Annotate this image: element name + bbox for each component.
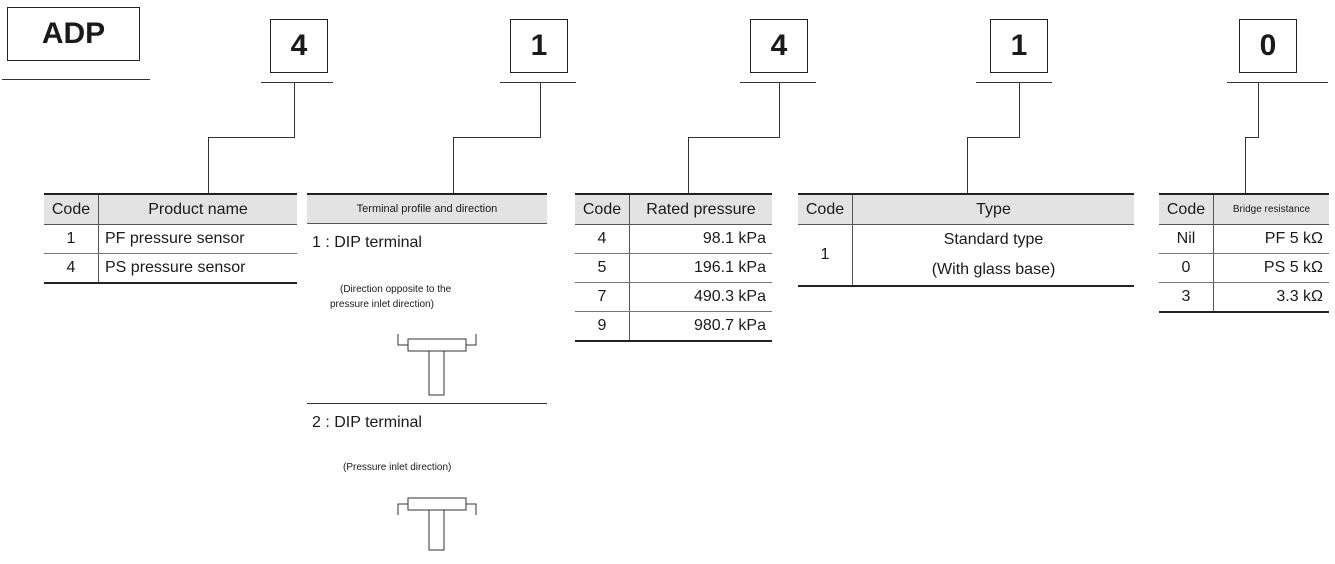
- code-box-terminal: 1: [510, 19, 568, 73]
- product-code-header: Code: [44, 193, 99, 225]
- pressure-value-cell: 196.1 kPa: [629, 253, 772, 283]
- terminal-option-2-label: 2 : DIP terminal: [312, 414, 422, 431]
- underline-pressure: [740, 82, 816, 83]
- product-name-header: Product name: [98, 193, 297, 225]
- resistance-value-cell: 3.3 kΩ: [1213, 282, 1329, 313]
- underline-prefix: [2, 79, 150, 80]
- terminal-option-1-note-line1: (Direction opposite to the: [340, 284, 452, 295]
- table-row: 4 98.1 kPa: [575, 224, 772, 254]
- resistance-code-cell: 3: [1159, 282, 1214, 313]
- pressure-value-header: Rated pressure: [629, 193, 772, 225]
- resistance-table: Code Bridge resistance Nil PF 5 kΩ 0 PS …: [1159, 193, 1329, 313]
- dip-terminal-inlet-icon: [397, 497, 477, 551]
- pressure-code-cell: 5: [575, 253, 630, 283]
- code-box-type: 1: [990, 19, 1048, 73]
- table-row: 0 PS 5 kΩ: [1159, 253, 1329, 283]
- code-box-prefix: ADP: [7, 7, 140, 61]
- table-row: 4 PS pressure sensor: [44, 253, 297, 284]
- product-table: Code Product name 1 PF pressure sensor 4…: [44, 193, 297, 284]
- table-row: 3 3.3 kΩ: [1159, 282, 1329, 313]
- pressure-code-cell: 9: [575, 311, 630, 342]
- terminal-option-2-note-line1: (Pressure inlet direction): [343, 462, 452, 473]
- type-name-header: Type: [852, 193, 1134, 225]
- table-row: 9 980.7 kPa: [575, 311, 772, 342]
- type-line-1: Standard type: [943, 231, 1044, 248]
- pressure-code-cell: 4: [575, 224, 630, 254]
- table-row: 1 Standard type (With glass base): [798, 224, 1134, 287]
- table-row: 5 196.1 kPa: [575, 253, 772, 283]
- underline-type: [976, 82, 1052, 83]
- underline-terminal: [500, 82, 576, 83]
- resistance-code-cell: 0: [1159, 253, 1214, 283]
- table-row: 7 490.3 kPa: [575, 282, 772, 312]
- terminal-header: Terminal profile and direction: [307, 193, 547, 224]
- terminal-option-1-note-line2: pressure inlet direction): [330, 299, 434, 310]
- code-box-resistance: 0: [1239, 19, 1297, 73]
- pressure-value-cell: 490.3 kPa: [629, 282, 772, 312]
- product-code-cell: 1: [44, 224, 99, 254]
- product-name-cell: PF pressure sensor: [98, 224, 297, 254]
- terminal-divider: [307, 403, 547, 404]
- pressure-value-cell: 980.7 kPa: [629, 311, 772, 342]
- pressure-value-cell: 98.1 kPa: [629, 224, 772, 254]
- table-row: Nil PF 5 kΩ: [1159, 224, 1329, 254]
- pressure-table: Code Rated pressure 4 98.1 kPa 5 196.1 k…: [575, 193, 772, 342]
- product-code-cell: 4: [44, 253, 99, 284]
- code-box-pressure: 4: [750, 19, 808, 73]
- type-line-2: (With glass base): [931, 261, 1056, 278]
- dip-terminal-opposite-icon: [397, 334, 477, 396]
- type-description-cell: Standard type (With glass base): [852, 224, 1134, 287]
- table-row: 1 PF pressure sensor: [44, 224, 297, 254]
- resistance-code-header: Code: [1159, 193, 1214, 225]
- resistance-value-cell: PF 5 kΩ: [1213, 224, 1329, 254]
- terminal-option-1-label: 1 : DIP terminal: [312, 234, 422, 251]
- type-code-cell: 1: [798, 224, 853, 287]
- resistance-value-cell: PS 5 kΩ: [1213, 253, 1329, 283]
- underline-resistance: [1227, 82, 1328, 83]
- type-table: Code Type 1 Standard type (With glass ba…: [798, 193, 1134, 287]
- code-box-product: 4: [270, 19, 328, 73]
- resistance-value-header: Bridge resistance: [1213, 193, 1329, 225]
- pressure-code-cell: 7: [575, 282, 630, 312]
- type-code-header: Code: [798, 193, 853, 225]
- product-name-cell: PS pressure sensor: [98, 253, 297, 284]
- pressure-code-header: Code: [575, 193, 630, 225]
- underline-product: [261, 82, 333, 83]
- resistance-code-cell: Nil: [1159, 224, 1214, 254]
